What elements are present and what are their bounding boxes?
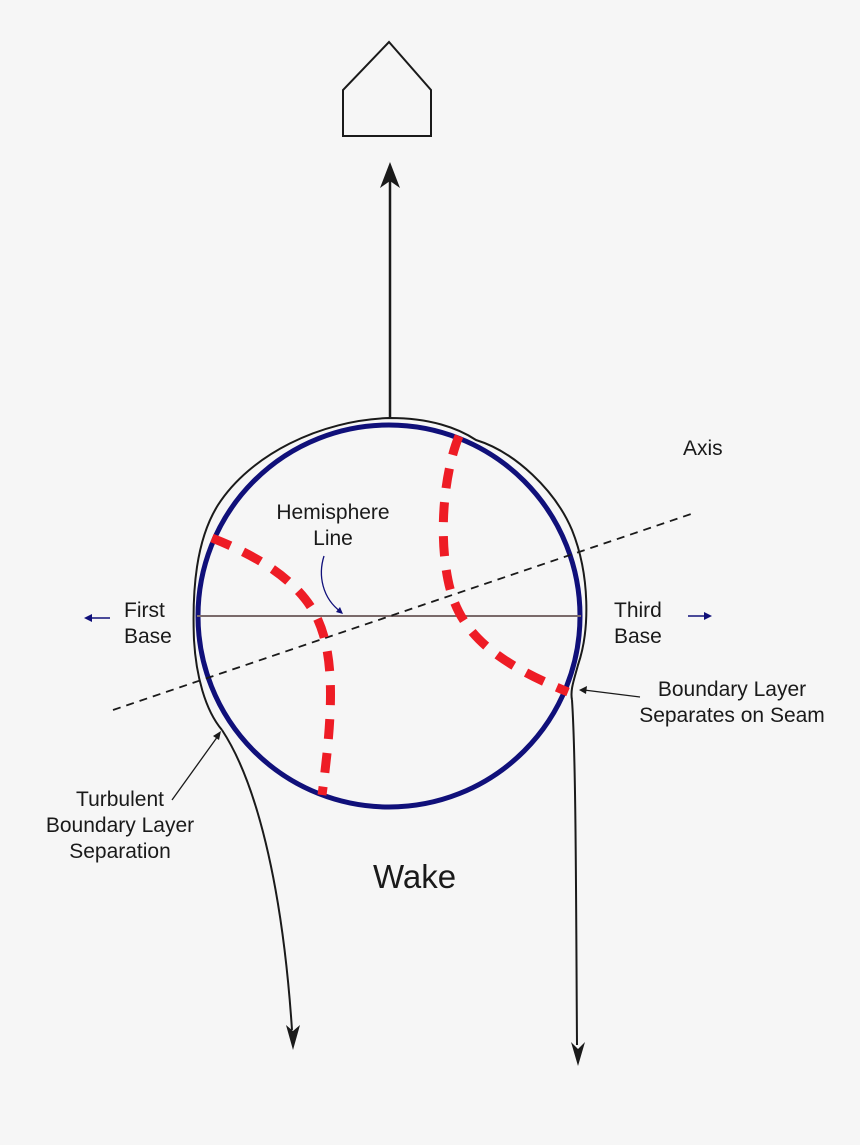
wake-label: Wake <box>373 858 457 895</box>
turbulent-line1: Turbulent <box>76 788 164 811</box>
turbulent-line2: Boundary Layer <box>45 814 195 837</box>
boundary-layer-outline <box>192 416 588 731</box>
turbulent-line3: Separation <box>69 840 171 863</box>
flow-arrowhead <box>380 162 400 188</box>
home-plate-icon <box>342 40 432 137</box>
turbulent-pointer <box>171 735 219 801</box>
turbulent-separation-label: Turbulent Boundary Layer Separation <box>20 787 220 865</box>
hemisphere-pointer-head <box>336 607 343 614</box>
left-separation-streamline <box>221 729 293 1031</box>
hemisphere-label-line1: Hemisphere <box>276 501 390 524</box>
first-base-arrowhead <box>84 614 92 622</box>
hemisphere-pointer <box>320 555 342 613</box>
first-base-line1: First <box>124 599 165 622</box>
third-base-label: Third Base <box>614 598 662 650</box>
turbulent-pointer-head <box>213 731 221 740</box>
right-streamline-arrowhead <box>571 1042 585 1066</box>
seam-separation-label: Boundary Layer Separates on Seam <box>624 677 840 729</box>
seam-separation-line1: Boundary Layer <box>657 678 807 701</box>
axis-label: Axis <box>683 437 723 460</box>
seam-right <box>438 434 570 697</box>
first-base-label: First Base <box>124 598 172 650</box>
seam-separation-pointer <box>583 689 641 698</box>
hemisphere-line-label: Hemisphere Line <box>258 500 408 552</box>
third-base-arrowhead <box>704 612 712 620</box>
seam-separation-line2: Separates on Seam <box>639 704 825 727</box>
seam-pointer-head <box>579 686 587 694</box>
third-base-line1: Third <box>614 599 662 622</box>
third-base-line2: Base <box>614 625 662 648</box>
first-base-line2: Base <box>124 625 172 648</box>
hemisphere-label-line2: Line <box>313 527 353 550</box>
spin-axis-line <box>112 512 695 711</box>
left-streamline-arrowhead <box>286 1025 300 1050</box>
seam-left <box>210 533 335 796</box>
right-separation-streamline <box>571 699 578 1046</box>
